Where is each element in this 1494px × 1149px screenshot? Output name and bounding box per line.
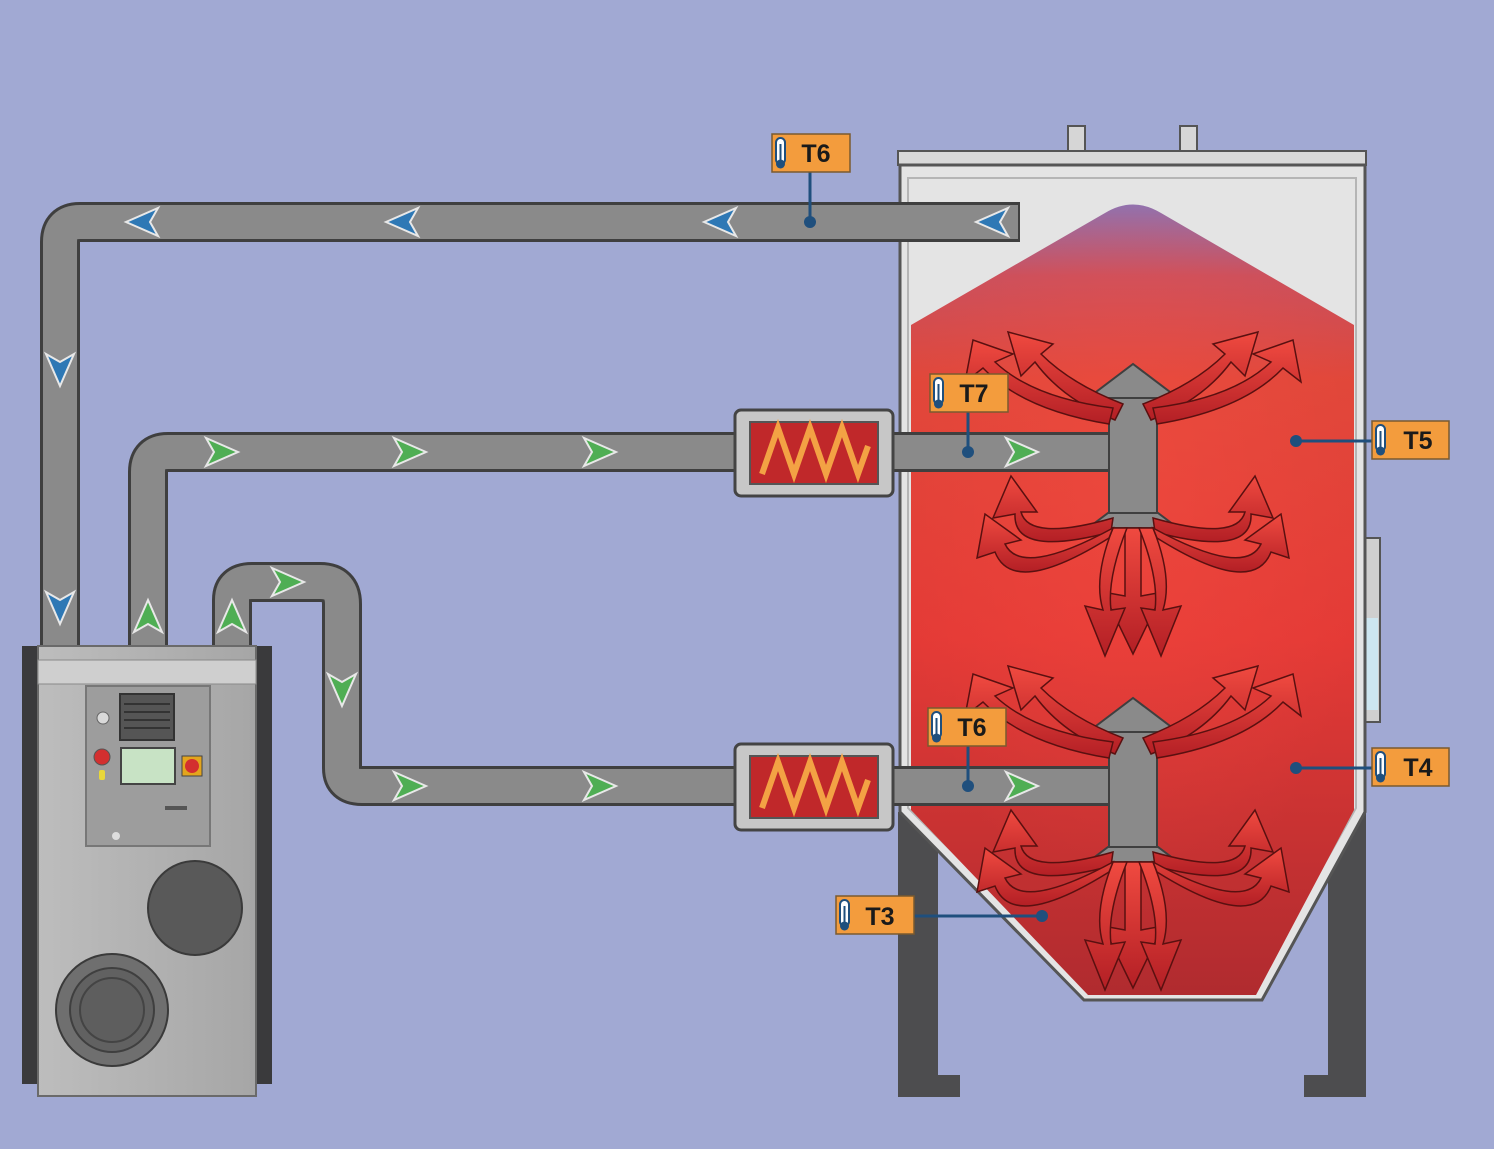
return-air-arrow-icon <box>973 205 1011 239</box>
start-button[interactable] <box>93 748 111 766</box>
control-display <box>120 747 176 785</box>
heat-dispersion-arrow-icon <box>1151 846 1290 907</box>
sensor-t4: T4 <box>1290 747 1450 787</box>
heat-dispersion-arrow-icon <box>1137 527 1183 658</box>
return-air-arrow-icon <box>383 205 421 239</box>
supply-air-arrow-icon <box>215 597 249 635</box>
air-flow-arrows <box>43 205 1041 803</box>
hopper-lid <box>897 125 1367 166</box>
thermometer-icon <box>839 899 850 931</box>
thermometer-icon <box>1375 424 1386 456</box>
sensor-label: T5 <box>1403 427 1432 455</box>
dryer-unit <box>22 645 272 1097</box>
return-air-arrow-icon <box>701 205 739 239</box>
status-led <box>99 770 105 780</box>
heat-dispersion-arrow-icon <box>1137 861 1183 992</box>
heat-dispersion-arrow-icon <box>1083 861 1129 992</box>
supply-air-arrow-icon <box>581 435 619 469</box>
thermometer-icon <box>933 377 944 409</box>
heat-dispersion-arrow-icon <box>1152 339 1303 425</box>
sensor-label: T6 <box>957 714 986 742</box>
heating-coil-icon <box>759 418 871 484</box>
heat-dispersion-arrow-icon <box>991 474 1114 543</box>
heating-coil-icon <box>759 752 871 818</box>
supply-air-arrow-icon <box>581 769 619 803</box>
supply-air-arrow-icon <box>391 435 429 469</box>
heat-dispersion-arrows <box>963 330 1303 992</box>
return-air-arrow-icon <box>123 205 161 239</box>
sensor-t5: T5 <box>1290 420 1450 460</box>
return-air-arrow-icon <box>43 589 77 627</box>
heat-dispersion-arrow-icon <box>1152 673 1303 759</box>
sensor-label: T6 <box>801 140 830 168</box>
thermometer-icon <box>931 711 942 743</box>
sensor-label: T3 <box>865 903 894 931</box>
fan-cover <box>147 860 243 956</box>
supply-air-arrow-icon <box>1003 435 1041 469</box>
supply-air-arrow-icon <box>131 597 165 635</box>
sensor-t6-lower: T6 <box>927 707 1007 792</box>
hopper-legs <box>898 812 1366 1097</box>
thermometer-icon <box>775 137 786 169</box>
lower-supply-pipe <box>212 562 740 806</box>
heat-dispersion-arrow-icon <box>963 673 1114 759</box>
heat-dispersion-arrow-icon <box>976 846 1115 907</box>
supply-air-arrow-icon <box>1003 769 1041 803</box>
supply-air-arrow-icon <box>203 435 241 469</box>
return-air-arrow-icon <box>43 351 77 389</box>
heat-dispersion-arrow-icon <box>976 512 1115 573</box>
heat-dispersion-arrow-icon <box>1151 512 1290 573</box>
thermometer-icon <box>1375 751 1386 783</box>
sensor-t6-top: T6 <box>771 133 851 228</box>
supply-air-arrow-icon <box>391 769 429 803</box>
heat-dispersion-arrow-icon <box>991 808 1114 877</box>
upper-heater <box>733 408 895 498</box>
dryer-fans <box>55 860 243 1067</box>
sensor-t7: T7 <box>929 373 1009 458</box>
heat-dispersion-arrow-icon <box>963 339 1114 425</box>
lower-heater <box>733 742 895 832</box>
air-pipes <box>40 202 1112 806</box>
sensor-t3: T3 <box>835 895 1048 935</box>
heat-dispersion-arrow-icon <box>1152 808 1275 877</box>
heat-dispersion-arrow-icon <box>1083 527 1129 658</box>
supply-air-arrow-icon <box>325 671 359 709</box>
control-panel <box>93 693 203 840</box>
sensor-label: T4 <box>1403 754 1432 782</box>
indicator-light <box>96 711 110 725</box>
upper-air-diffuser <box>1085 362 1181 529</box>
heat-dispersion-arrow-icon <box>1152 474 1275 543</box>
temperature-sensors: T6 T7 T6 <box>771 133 1450 935</box>
sensor-label: T7 <box>959 380 988 408</box>
supply-air-arrow-icon <box>269 565 307 599</box>
